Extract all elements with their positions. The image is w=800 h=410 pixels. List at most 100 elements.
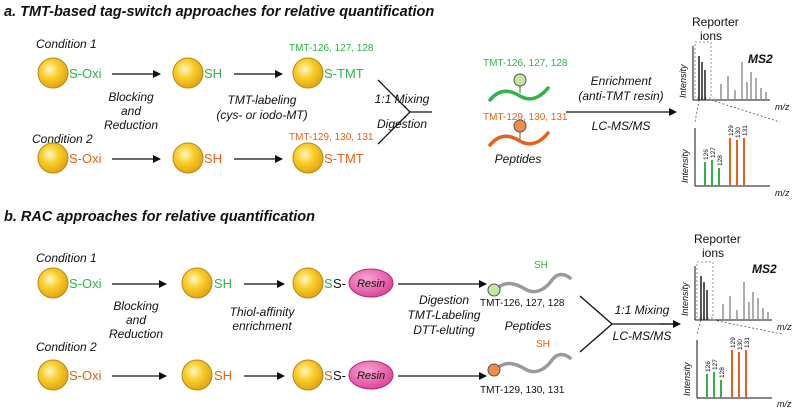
tmt-green-label: TMT-126, 127, 128 [480, 298, 565, 309]
mz-label: m/z [777, 322, 792, 332]
lcms-label: LC-MS/MS [592, 119, 651, 133]
peptides-label: Peptides [495, 152, 542, 166]
reporter-channel-label: 129 [730, 337, 737, 348]
ss-left-label: S [324, 368, 333, 383]
protein-bead [292, 267, 324, 299]
peptide-strand-orange [488, 131, 550, 147]
reporter-label: Reporter [694, 232, 741, 246]
protein-bead [181, 359, 213, 391]
step-label: Reduction [109, 327, 163, 341]
peptides-label: Peptides [505, 319, 552, 333]
ss-right-label: S- [333, 276, 346, 291]
mz-label: m/z [775, 102, 790, 112]
s-tmt-label: S-TMT [324, 151, 364, 166]
zoom-line [696, 319, 702, 335]
reporter-channel-label: 131 [742, 125, 749, 136]
protein-bead [292, 142, 324, 174]
panel-a: a. TMT-based tag-switch approaches for r… [4, 4, 790, 198]
ms2-peaks [698, 56, 767, 100]
protein-bead [292, 359, 324, 391]
protein-bead [292, 57, 324, 89]
condition-1-label: Condition 1 [36, 251, 97, 265]
s-tmt-label: S-TMT [324, 66, 364, 81]
step-label: TMT-Labeling [408, 308, 481, 322]
protein-bead [172, 57, 204, 89]
reporter-channel-label: 129 [728, 125, 735, 136]
reporter-channel-label: 126 [705, 361, 712, 372]
zoom-line [712, 319, 783, 335]
mixing-label: 1:1 Mixing [615, 303, 670, 317]
reporter-channel-label: 127 [710, 147, 717, 158]
ms2-spectrum-a: Intensity m/z [678, 46, 790, 112]
mz-label: m/z [777, 399, 792, 409]
zoom-line [710, 99, 781, 123]
sh-label: SH [536, 339, 550, 350]
merge-connector [377, 79, 432, 145]
protein-bead [37, 57, 69, 89]
tmt-tag-green [513, 73, 527, 87]
resin-label: Resin [357, 278, 385, 290]
digestion-label: Digestion [377, 117, 427, 131]
peptide-strand-green [488, 86, 550, 102]
panel-b-title: b. RAC approaches for relative quantific… [4, 209, 315, 225]
step-label: Blocking [108, 90, 154, 104]
reporter-channel-label: 130 [735, 127, 742, 138]
ms2-label: MS2 [752, 262, 777, 276]
panel-b: b. RAC approaches for relative quantific… [4, 209, 792, 409]
reporter-channel-label: 126 [703, 149, 710, 160]
s-oxi-label: S-Oxi [69, 276, 102, 291]
ions-label: ions [702, 246, 724, 260]
step-label: Blocking [113, 299, 159, 313]
step-label: and [126, 313, 146, 327]
protein-bead [37, 142, 69, 174]
resin-bead [348, 360, 394, 390]
lcms-label: LC-MS/MS [613, 329, 672, 343]
enrichment-label: Enrichment [591, 74, 652, 88]
intensity-label: Intensity [678, 64, 688, 98]
step-label: (cys- or iodo-MT) [216, 108, 307, 122]
tmt-orange-label: TMT-129, 130, 131 [289, 132, 374, 143]
zoom-line [694, 99, 700, 123]
ms2-spectrum-b: Intensity m/z [680, 266, 792, 332]
sh-label: SH [214, 276, 232, 291]
tmt-green-label: TMT-126, 127, 128 [483, 58, 568, 69]
peptide-strand [493, 352, 572, 374]
resin-bead [348, 268, 394, 298]
step-label: and [121, 104, 141, 118]
sh-label: SH [204, 66, 222, 81]
condition-2-label: Condition 2 [36, 340, 97, 354]
ss-right-label: S- [333, 368, 346, 383]
intensity-label: Intensity [682, 362, 692, 396]
intensity-label: Intensity [680, 149, 690, 183]
step-label: TMT-labeling [228, 93, 297, 107]
tmt-tag-green [487, 283, 501, 297]
s-oxi-label: S-Oxi [69, 368, 102, 383]
protein-bead [172, 142, 204, 174]
tmt-tag-orange [487, 363, 501, 377]
tmt-orange-label: TMT-129, 130, 131 [480, 385, 565, 396]
sh-label: SH [534, 260, 548, 271]
sh-label: SH [204, 151, 222, 166]
step-label: Reduction [104, 118, 158, 132]
step-label: DTT-eluting [413, 323, 475, 337]
ms2-label: MS2 [748, 52, 773, 66]
s-oxi-label: S-Oxi [69, 66, 102, 81]
condition-1-label: Condition 1 [36, 37, 97, 51]
tmt-orange-label: TMT-129, 130, 131 [483, 112, 568, 123]
step-label: enrichment [232, 319, 292, 333]
mz-label: m/z [775, 188, 790, 198]
reporter-channel-label: 131 [744, 337, 751, 348]
reporter-zoom-box [696, 261, 714, 319]
protein-bead [181, 267, 213, 299]
step-label: Digestion [419, 293, 469, 307]
ions-label: ions [700, 29, 722, 43]
reporter-channel-label: 128 [719, 367, 726, 378]
reporter-zoom-box [694, 41, 712, 99]
protein-bead [37, 359, 69, 391]
tmt-green-label: TMT-126, 127, 128 [289, 43, 374, 54]
